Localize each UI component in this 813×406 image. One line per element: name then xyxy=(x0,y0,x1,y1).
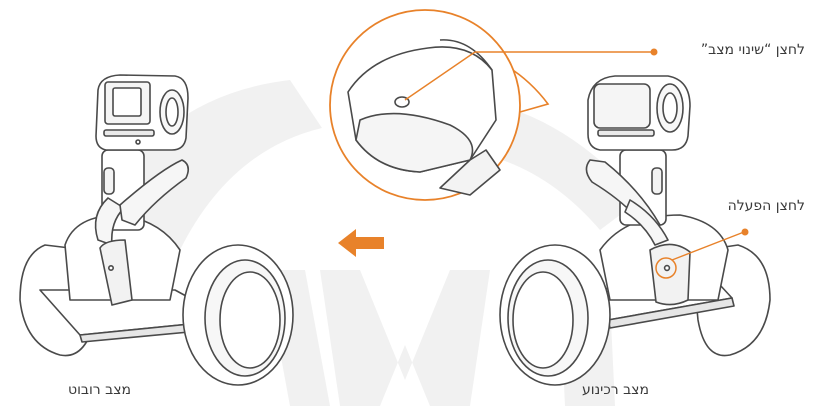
robot-mode-caption: מצב רובוט xyxy=(68,382,131,398)
power-button-area xyxy=(650,244,690,304)
power-button-label: לחצן הפעלה xyxy=(728,198,805,214)
mode-switch-marker-dot xyxy=(651,49,658,56)
power-marker-dot xyxy=(742,229,749,236)
right-robot-near-wheel xyxy=(500,245,610,385)
mode-switch-button-label: לחצן “שינוי מצב” xyxy=(701,42,805,58)
left-robot-near-wheel xyxy=(183,245,293,385)
vehicle-mode-caption: מצב רכינוע xyxy=(582,382,649,398)
arrow-left-icon xyxy=(338,229,384,257)
